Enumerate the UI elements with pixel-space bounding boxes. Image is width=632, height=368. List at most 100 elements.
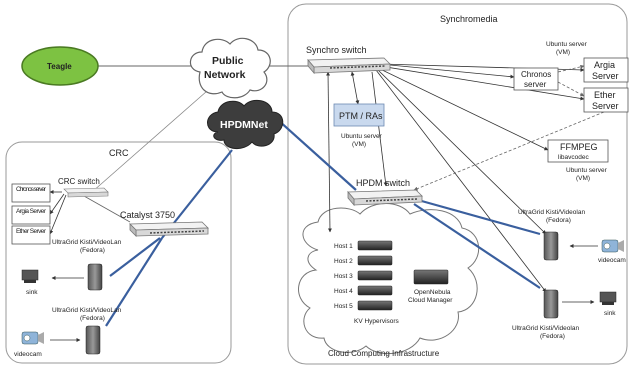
link-hpdm-ug-bottom <box>413 203 541 289</box>
link-catalyst-ug-left-top <box>109 237 161 277</box>
host-5-label: Host 5 <box>334 303 353 310</box>
opennebula-1: OpenNebula <box>414 289 451 296</box>
hpdmnet-label: HPDMNet <box>220 119 268 131</box>
ug-left-top-1: UltraGrid Kisti/VideoLan <box>52 239 122 246</box>
ug-left-top-2: (Fedora) <box>80 247 105 254</box>
opennebula-2: Cloud Manager <box>408 297 453 304</box>
ffmpeg-box[interactable] <box>547 139 609 163</box>
chronos-crc-label: Chronos server <box>16 186 47 193</box>
link-crcswitch-ether <box>49 194 67 235</box>
host-4[interactable] <box>357 285 393 296</box>
argia-server-crc[interactable] <box>11 205 51 225</box>
ug-left-bottom-1: UltraGrid Kisti/VideoLan <box>52 307 122 314</box>
link-synchro-cloud <box>326 71 332 233</box>
ug-right-bottom-tower[interactable] <box>543 289 559 319</box>
host-2-label: Host 2 <box>334 258 353 265</box>
videocam-icon-right <box>601 239 624 253</box>
catalyst-label: Catalyst 3750 <box>120 210 175 220</box>
public-network-cloud[interactable] <box>189 37 271 99</box>
ptm-label: PTM / RAs <box>339 111 383 121</box>
sink-right-label: sink <box>604 310 616 317</box>
crc-switch[interactable] <box>63 187 109 198</box>
crc-region <box>5 141 232 364</box>
argia-syn-2: Server <box>592 71 619 81</box>
hpdmnet-cloud[interactable] <box>207 99 284 149</box>
videocam-icon-left <box>21 331 44 345</box>
ether-syn-2: Server <box>592 101 619 111</box>
sink-icon-right <box>599 291 617 305</box>
link-synchro-ug-right-top <box>377 69 547 235</box>
link-hpdm-ug-top <box>417 198 541 236</box>
link-synchro-hpdm <box>371 71 388 187</box>
public-network-label-1: Public <box>212 55 244 67</box>
ptm-box[interactable] <box>333 103 385 127</box>
link-crcswitch-argia <box>49 193 65 215</box>
synchromedia-region <box>287 3 628 365</box>
catalyst-switch[interactable] <box>129 221 209 237</box>
opennebula-server[interactable] <box>413 269 449 285</box>
dash-chronos-ether <box>557 81 585 97</box>
chronos-syn-2: server <box>524 80 547 89</box>
synchro-switch[interactable] <box>307 57 391 75</box>
hpdm-switch[interactable] <box>347 189 423 207</box>
link-synchro-ffmpeg <box>377 67 549 151</box>
ffmpeg-1: FFMPEG <box>560 142 598 152</box>
ffmpeg-sub-2: (VM) <box>576 175 590 182</box>
host-5[interactable] <box>357 300 393 311</box>
teagle-label: Teagle <box>47 62 72 71</box>
videocam-right-label: videocam <box>598 257 626 264</box>
ptm-sub-1: Ubuntu server <box>341 133 383 140</box>
host-1[interactable] <box>357 240 393 251</box>
ether-server-synchro[interactable] <box>583 87 629 113</box>
ether-syn-1: Ether <box>594 90 616 100</box>
ether-crc-label: Ether Server <box>16 228 47 235</box>
chronos-server-crc[interactable] <box>11 183 51 203</box>
link-hpdmnet-hpdm <box>277 119 357 191</box>
dash-chronos-argia <box>557 64 585 73</box>
argia-crc-label: Argia Server <box>16 208 47 215</box>
ug-left-bottom-2: (Fedora) <box>80 315 105 322</box>
ug-right-top-tower[interactable] <box>543 231 559 261</box>
ug-right-bottom-1: UltraGrid Kisti/Videolan <box>512 325 579 332</box>
public-network-label-2: Network <box>204 69 246 81</box>
host-3[interactable] <box>357 270 393 281</box>
crc-switch-label: CRC switch <box>58 177 100 186</box>
link-catalyst-ug-left-bottom <box>105 237 163 327</box>
ubuntu-top-2: (VM) <box>556 49 570 56</box>
ug-right-top-2: (Fedora) <box>546 217 571 224</box>
sink-left-label: sink <box>26 289 38 296</box>
ug-right-top-1: UltraGrid Kisti/Videolan <box>518 209 585 216</box>
teagle-node[interactable] <box>21 46 99 86</box>
link-crcswitch-catalyst <box>83 195 131 223</box>
kv-hypervisors-label: KV Hypervisors <box>354 318 400 325</box>
ffmpeg-2: libavcodec <box>558 154 589 161</box>
videocam-left-label: videocam <box>14 351 42 358</box>
synchro-switch-label: Synchro switch <box>306 45 367 55</box>
link-public-crc <box>91 83 216 193</box>
cloud-infrastructure-label: Cloud Computing Infrastructure <box>328 349 440 358</box>
ug-left-bottom-tower[interactable] <box>85 325 101 355</box>
link-synchro-ug-right-bottom <box>375 69 547 293</box>
chronos-server-synchro[interactable] <box>513 67 559 91</box>
chronos-syn-1: Chronos <box>521 70 551 79</box>
dash-ether-hpdm <box>413 111 605 191</box>
host-3-label: Host 3 <box>334 273 353 280</box>
ether-server-crc[interactable] <box>11 225 51 245</box>
sink-icon-left <box>21 269 39 283</box>
host-2[interactable] <box>357 255 393 266</box>
ug-left-top-tower[interactable] <box>87 263 103 291</box>
argia-server-synchro[interactable] <box>583 57 629 83</box>
link-synchro-ether <box>379 65 585 101</box>
host-1-label: Host 1 <box>334 243 353 250</box>
ubuntu-top-1: Ubuntu server <box>546 41 588 48</box>
ffmpeg-sub-1: Ubuntu server <box>566 167 608 174</box>
synchromedia-title: Synchromedia <box>440 14 498 24</box>
link-synchro-ptm <box>350 71 360 105</box>
ug-right-bottom-2: (Fedora) <box>540 333 565 340</box>
crc-title: CRC <box>109 148 129 158</box>
ptm-sub-2: (VM) <box>352 141 366 148</box>
host-4-label: Host 4 <box>334 288 353 295</box>
link-synchro-chronos <box>379 63 515 79</box>
hpdm-switch-label: HPDM switch <box>356 178 410 188</box>
